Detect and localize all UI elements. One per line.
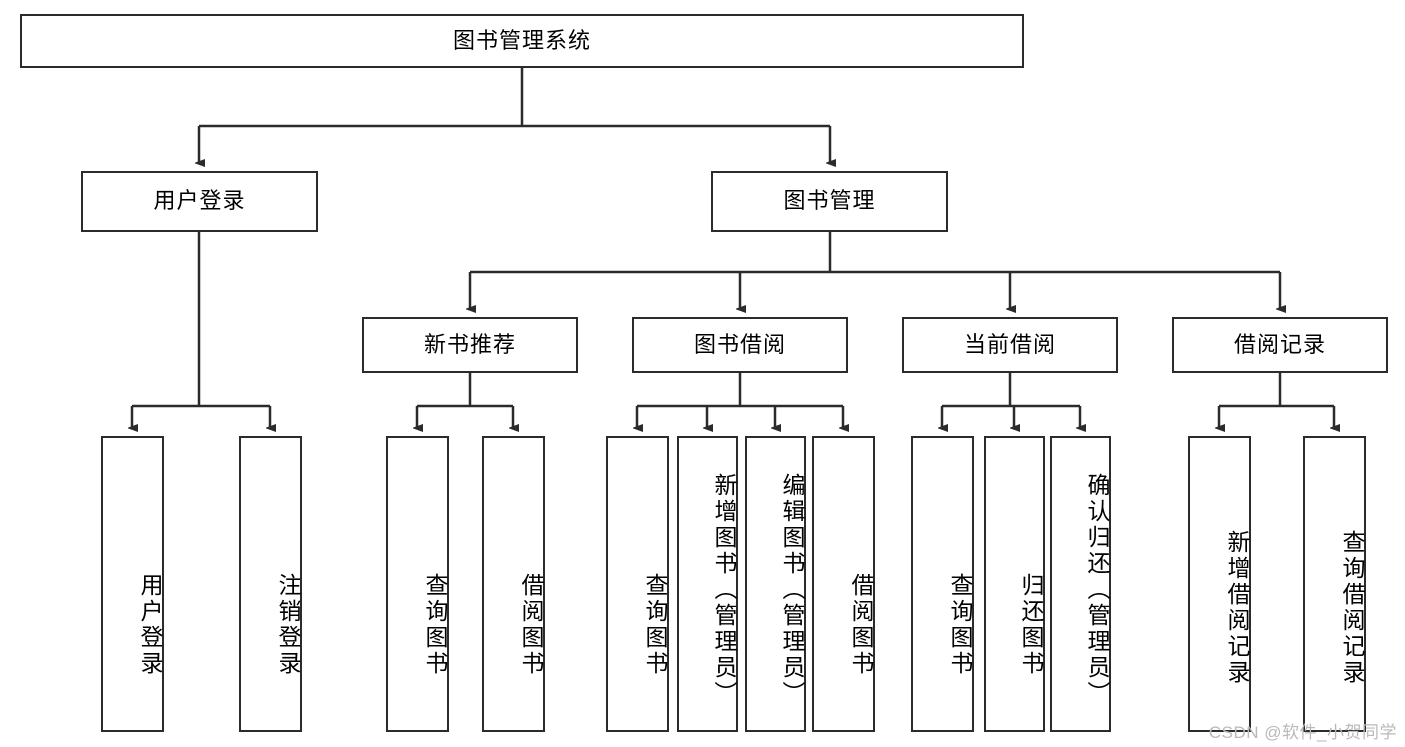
edge-group-root: [199, 68, 830, 163]
node-leaf-query-book-borrow[interactable]: 查询图书: [606, 436, 669, 732]
node-label: 查询图书: [642, 573, 668, 677]
node-leaf-user-login[interactable]: 用户登录: [101, 436, 164, 732]
node-leaf-add-book-admin[interactable]: 新增图书（管理员）: [677, 436, 738, 732]
node-label: 借阅记录: [1233, 331, 1326, 357]
node-label: 新书推荐: [423, 331, 516, 357]
node-label: 当前借阅: [963, 331, 1056, 357]
node-label: 图书借阅: [693, 331, 786, 357]
node-label: 借阅图书: [518, 573, 544, 677]
node-label: 图书管理系统: [452, 27, 591, 53]
edge-group-book-mgmt: [470, 232, 1280, 309]
node-leaf-query-book-new[interactable]: 查询图书: [386, 436, 449, 732]
node-label: 新增借阅记录: [1224, 530, 1250, 686]
node-label: 注销登录: [275, 573, 301, 677]
edge-group-current-borrow: [942, 373, 1080, 428]
node-label: 用户登录: [137, 573, 163, 677]
node-leaf-return-book[interactable]: 归还图书: [984, 436, 1045, 732]
node-book-borrow[interactable]: 图书借阅: [632, 317, 848, 373]
node-leaf-query-book-current[interactable]: 查询图书: [911, 436, 974, 732]
node-leaf-logout[interactable]: 注销登录: [239, 436, 302, 732]
node-book-management[interactable]: 图书管理: [711, 171, 948, 232]
node-user-login[interactable]: 用户登录: [81, 171, 318, 232]
node-borrow-record[interactable]: 借阅记录: [1172, 317, 1388, 373]
node-leaf-edit-book-admin[interactable]: 编辑图书（管理员）: [745, 436, 806, 732]
node-label: 确认归还（管理员）: [1084, 473, 1110, 707]
edge-group-user-login: [132, 232, 270, 428]
watermark-text: CSDN @软件_小贺同学: [1208, 723, 1397, 742]
node-label: 图书管理: [783, 188, 876, 214]
edge-group-new-book: [417, 373, 513, 428]
node-leaf-add-borrow-record[interactable]: 新增借阅记录: [1188, 436, 1251, 732]
node-label: 查询图书: [947, 573, 973, 677]
node-label: 用户登录: [153, 188, 246, 214]
node-current-borrow[interactable]: 当前借阅: [902, 317, 1118, 373]
node-label: 查询借阅记录: [1339, 530, 1365, 686]
node-label: 归还图书: [1018, 573, 1044, 677]
node-label: 新增图书（管理员）: [711, 473, 737, 707]
edge-group-borrow-record: [1219, 373, 1334, 428]
node-label: 借阅图书: [848, 573, 874, 677]
node-leaf-borrow-book-new[interactable]: 借阅图书: [482, 436, 545, 732]
node-leaf-borrow-book[interactable]: 借阅图书: [812, 436, 875, 732]
node-label: 编辑图书（管理员）: [779, 473, 805, 707]
node-leaf-confirm-return-admin[interactable]: 确认归还（管理员）: [1050, 436, 1111, 732]
edge-group-book-borrow: [637, 373, 843, 428]
node-leaf-query-borrow-record[interactable]: 查询借阅记录: [1303, 436, 1366, 732]
node-label: 查询图书: [422, 573, 448, 677]
node-root-system[interactable]: 图书管理系统: [20, 14, 1024, 68]
node-new-book-recommend[interactable]: 新书推荐: [362, 317, 578, 373]
